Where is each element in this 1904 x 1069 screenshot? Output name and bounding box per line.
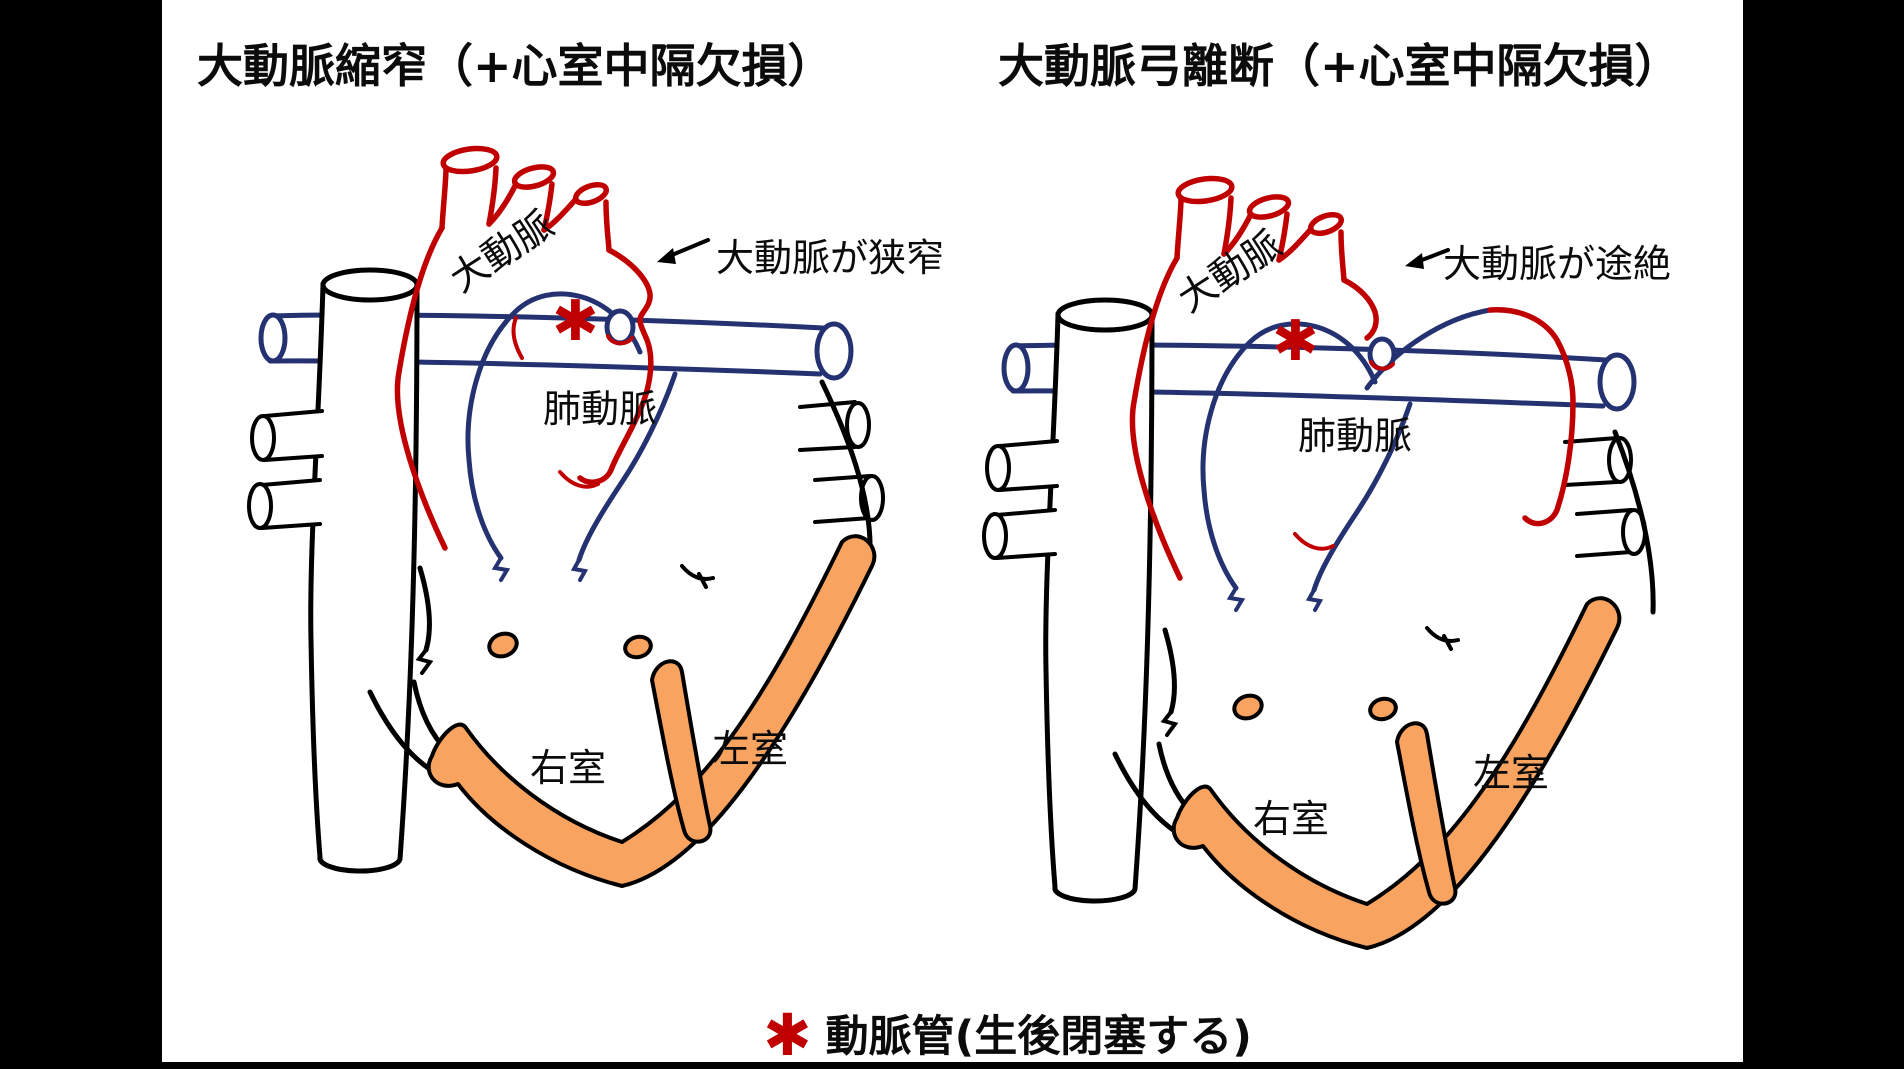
annotation-arrow-interruption	[1405, 248, 1450, 269]
valve-cushion-left	[1232, 693, 1264, 721]
heart-diagram-coarctation	[247, 145, 885, 888]
annotation-aorta-narrowed: 大動脈が狭窄	[716, 236, 945, 280]
coarctation-segment	[577, 247, 654, 485]
valve-cushion-right	[623, 634, 653, 660]
valve-cushion-left	[487, 631, 519, 659]
ductus-asterisk-left: ✱	[552, 289, 599, 354]
label-pulmonary-left: 肺動脈	[543, 387, 658, 431]
title-right-interrupted-arch: 大動脈弓離断（+心室中隔欠損）	[998, 39, 1681, 93]
outer-ventricular-band	[426, 534, 877, 888]
title-left-coarctation: 大動脈縮窄（+心室中隔欠損）	[197, 39, 834, 93]
pulmonary-trunk	[1200, 307, 1493, 612]
label-left-ventricle-right: 左室	[1473, 751, 1550, 795]
pulmonary-trunk	[465, 291, 678, 582]
left-pulmonary-veins	[247, 409, 324, 530]
legend-asterisk: ✱	[763, 1001, 812, 1069]
heart-diagram-interrupted-arch	[982, 175, 1656, 950]
heart-body-outline	[367, 379, 873, 785]
septum-band	[1395, 721, 1458, 906]
aorta-with-coarctation	[394, 145, 654, 551]
ductus-legend: ✱ 動脈管(生後閉塞する)	[763, 1002, 1252, 1064]
right-pulmonary-veins	[1563, 436, 1647, 558]
arch-bridge-navy	[1364, 307, 1493, 391]
right-pulmonary-veins	[798, 400, 885, 524]
aorta-interrupted	[1129, 175, 1576, 581]
valve-cushion-right	[1368, 696, 1398, 722]
svc-tube	[1043, 297, 1155, 904]
label-pulmonary-right: 肺動脈	[1298, 414, 1413, 458]
annotation-aorta-interrupted: 大動脈が途絶	[1443, 242, 1672, 286]
ventricle-walls	[426, 534, 877, 888]
ductus-asterisk-right: ✱	[1272, 309, 1319, 374]
annotation-arrow-narrowing	[657, 238, 710, 264]
interrupted-stump	[1341, 277, 1379, 341]
ventricle-walls	[1171, 596, 1622, 950]
outer-ventricular-band	[1171, 596, 1622, 950]
septum-band	[650, 659, 713, 844]
label-right-ventricle-right: 右室	[1253, 797, 1330, 841]
left-pulmonary-veins	[982, 439, 1059, 560]
ductus-stub	[511, 316, 524, 360]
ductus-to-descending-aorta	[1487, 307, 1576, 527]
label-left-ventricle-left: 左室	[712, 727, 789, 771]
legend-text: 動脈管(生後閉塞する)	[825, 1012, 1252, 1062]
slide-panel	[162, 0, 1743, 1062]
label-right-ventricle-left: 右室	[530, 746, 607, 790]
